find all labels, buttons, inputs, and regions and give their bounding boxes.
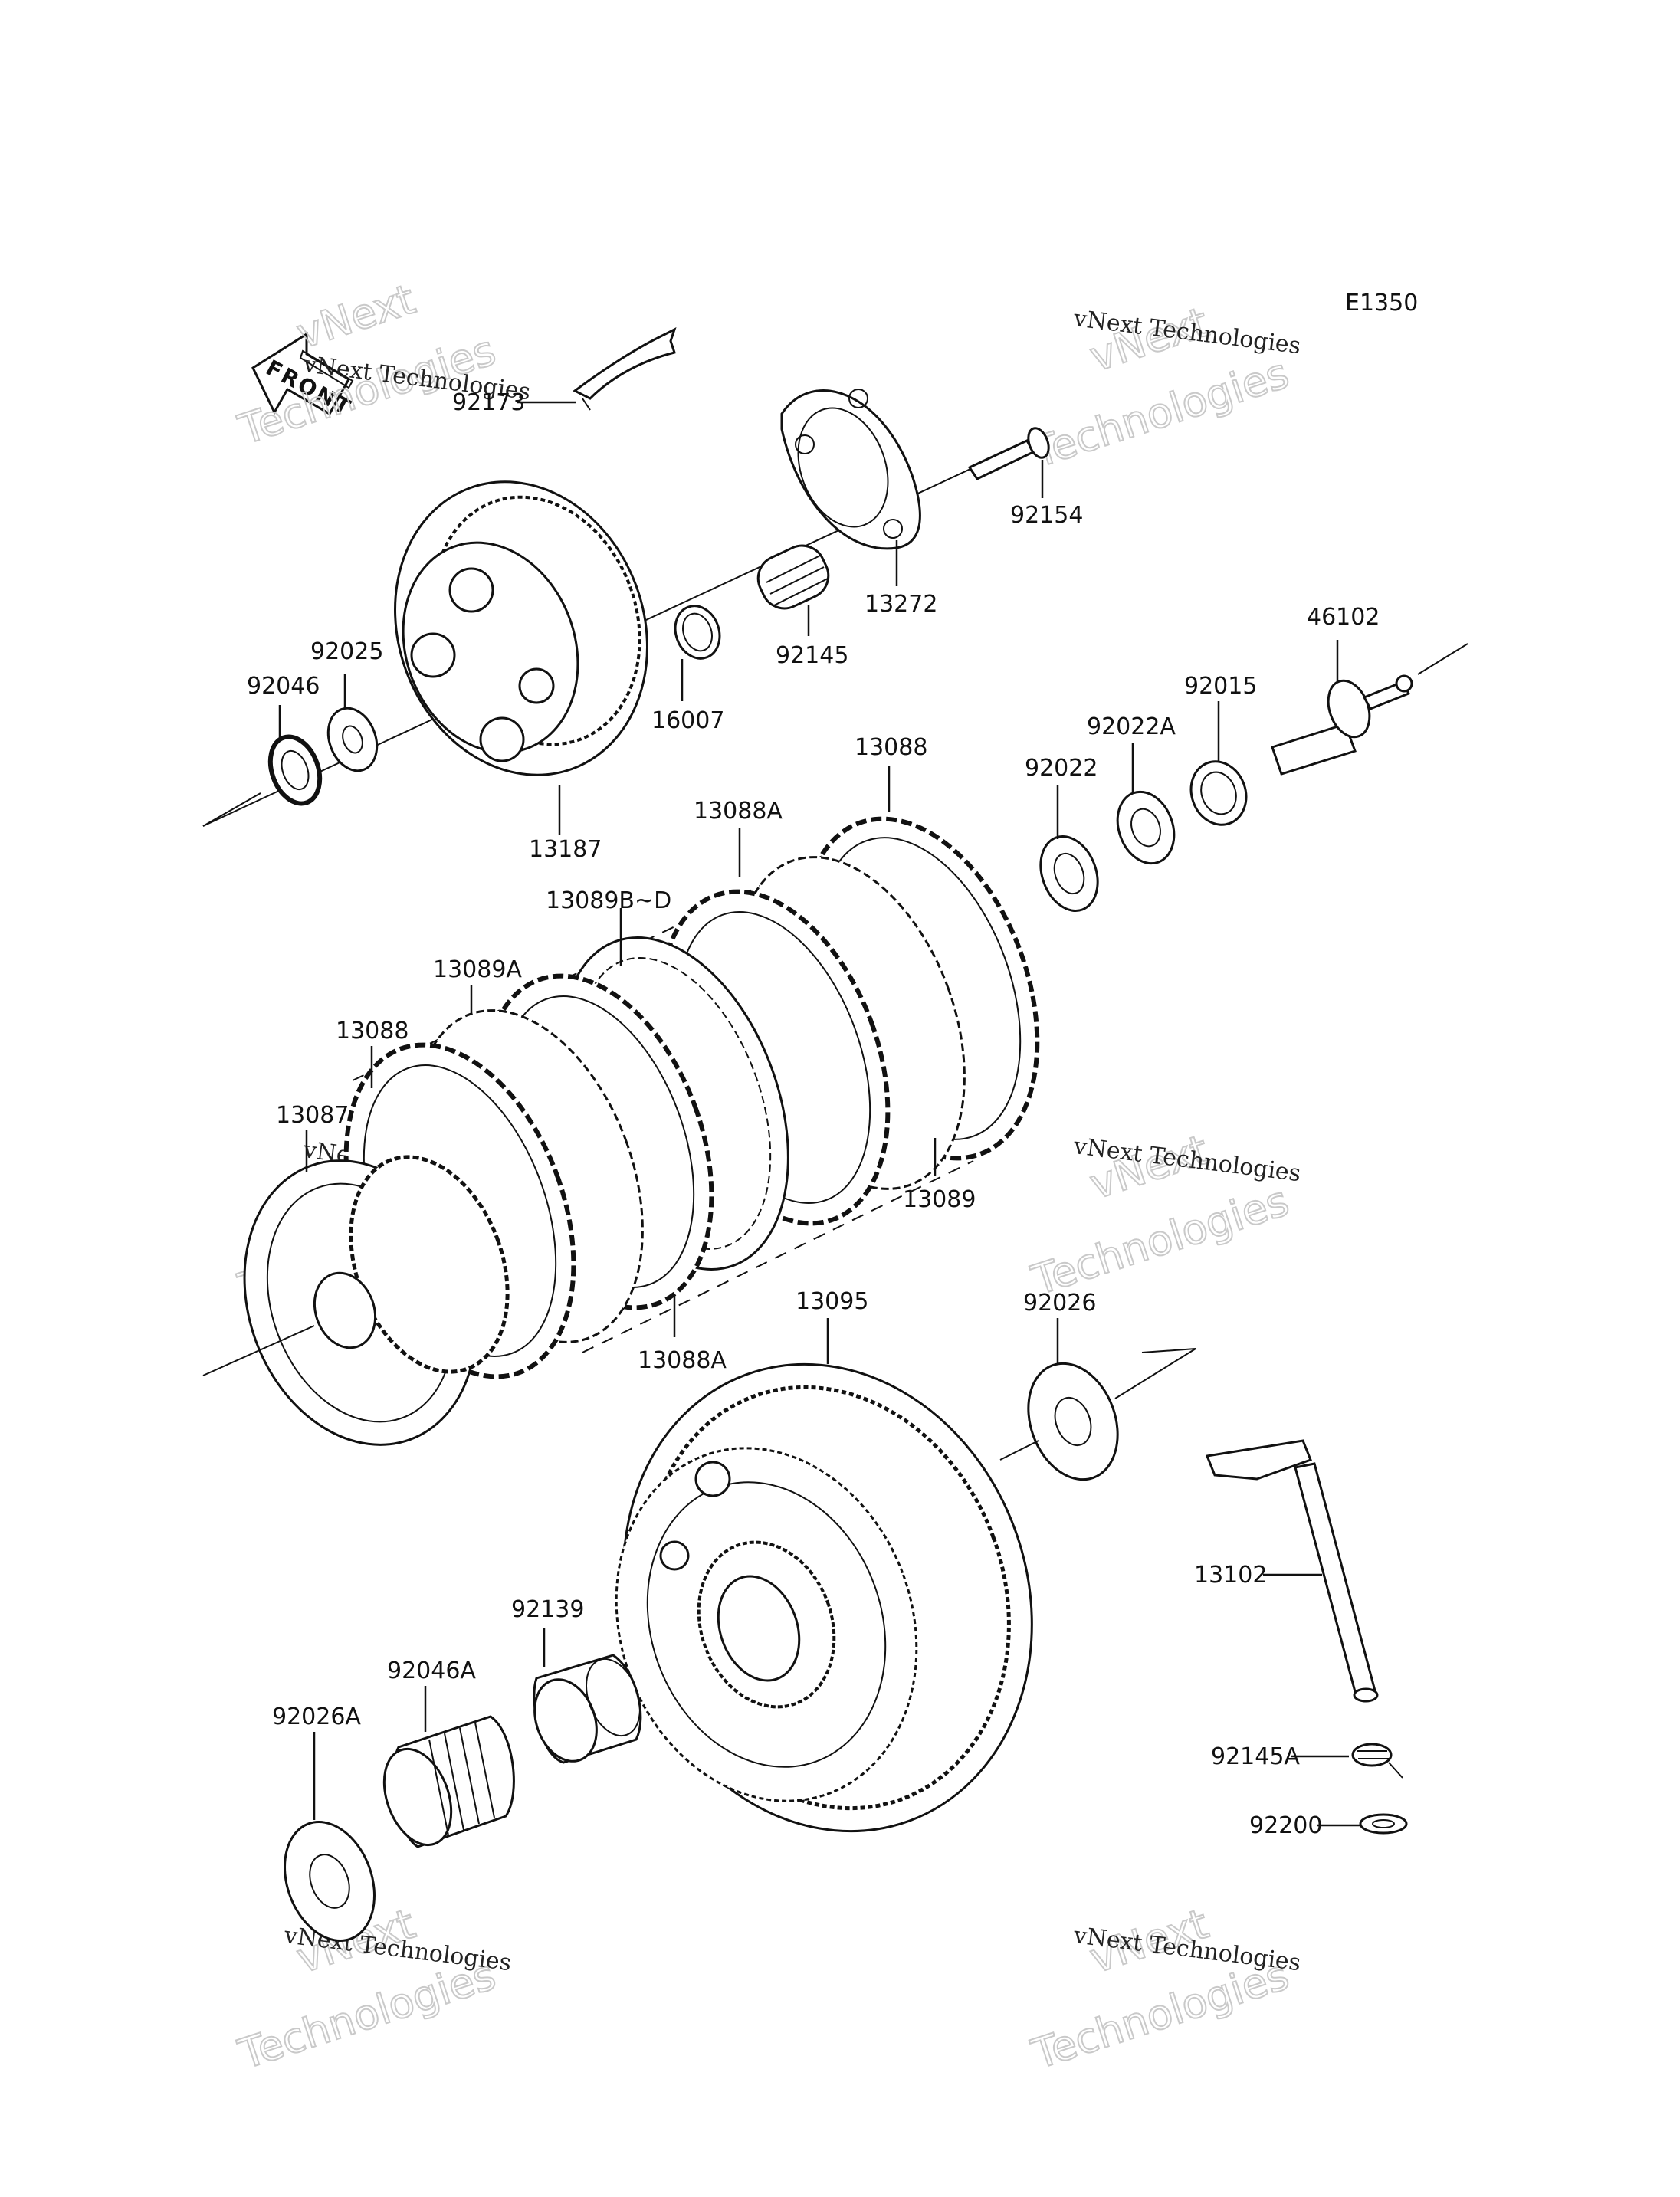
watermark-bottom-right: vNext Technologies vNext Technologies [1025,1899,1302,2080]
label-92173: 92173 [452,389,525,416]
svg-text:vNext: vNext [291,275,422,359]
part-46102-rod [1271,674,1413,776]
label-13089B-D: 13089B~D [546,887,671,914]
label-92046A: 92046A [387,1658,476,1684]
watermark-top-right: vNext Technologies vNext Technologies [1025,297,1302,478]
part-92139-sleeve [533,1654,642,1764]
part-13272-plate [780,389,921,550]
label-92015: 92015 [1184,673,1257,700]
part-92154-bolt [967,427,1050,480]
label-92022A: 92022A [1087,713,1176,740]
svg-text:Technologies: Technologies [1026,1176,1294,1304]
label-13089: 13089 [903,1186,976,1213]
part-13095-clutch-housing [615,1362,1033,1833]
part-92145A-spring [1351,1743,1403,1779]
label-16007: 16007 [651,707,724,734]
label-92145: 92145 [776,642,848,669]
part-92026A-washer [284,1821,376,1942]
part-92026-washer [1027,1362,1119,1481]
diagram-code: E1350 [1345,290,1418,316]
part-92046A-needle-bearing [382,1715,515,1848]
part-16007-ring [674,605,721,660]
part-13102-release-shaft [1205,1439,1379,1703]
label-92022: 92022 [1025,755,1098,782]
label-92139: 92139 [511,1596,584,1623]
part-92046-bearing [267,734,323,806]
part-92022-washer [1039,835,1099,912]
label-92154: 92154 [1010,502,1083,529]
label-13088-top: 13088 [855,734,927,761]
label-13088A-top: 13088A [694,798,783,825]
svg-text:Technologies: Technologies [1026,349,1294,477]
label-13095: 13095 [796,1288,868,1315]
part-13087-clutch-hub [243,1155,510,1446]
part-92145-spring [756,544,830,610]
label-13272: 13272 [865,591,937,618]
label-92200: 92200 [1249,1812,1322,1839]
part-92200-washer [1359,1813,1408,1835]
label-13087: 13087 [276,1102,349,1129]
label-13187: 13187 [529,836,602,863]
part-92173-clip [573,327,677,411]
label-13088A-bottom: 13088A [638,1347,727,1374]
watermark-mid-right: vNext Technologies vNext Technologies [1025,1125,1302,1306]
label-13089A: 13089A [433,956,522,983]
label-92026A: 92026A [272,1703,361,1730]
part-92025-washer [326,707,379,772]
part-92015-nut [1189,760,1248,826]
label-13102: 13102 [1194,1562,1267,1589]
label-92046: 92046 [247,673,320,700]
label-92025: 92025 [310,638,383,665]
label-13088-left: 13088 [336,1018,409,1044]
label-46102: 46102 [1307,604,1380,631]
part-13187-pressure-plate [394,480,648,776]
label-92026: 92026 [1023,1290,1096,1317]
label-92145A: 92145A [1211,1743,1300,1770]
watermark-bottom-left: vNext Technologies vNext Technologies [232,1899,513,2080]
part-92022A-washer [1116,790,1176,865]
